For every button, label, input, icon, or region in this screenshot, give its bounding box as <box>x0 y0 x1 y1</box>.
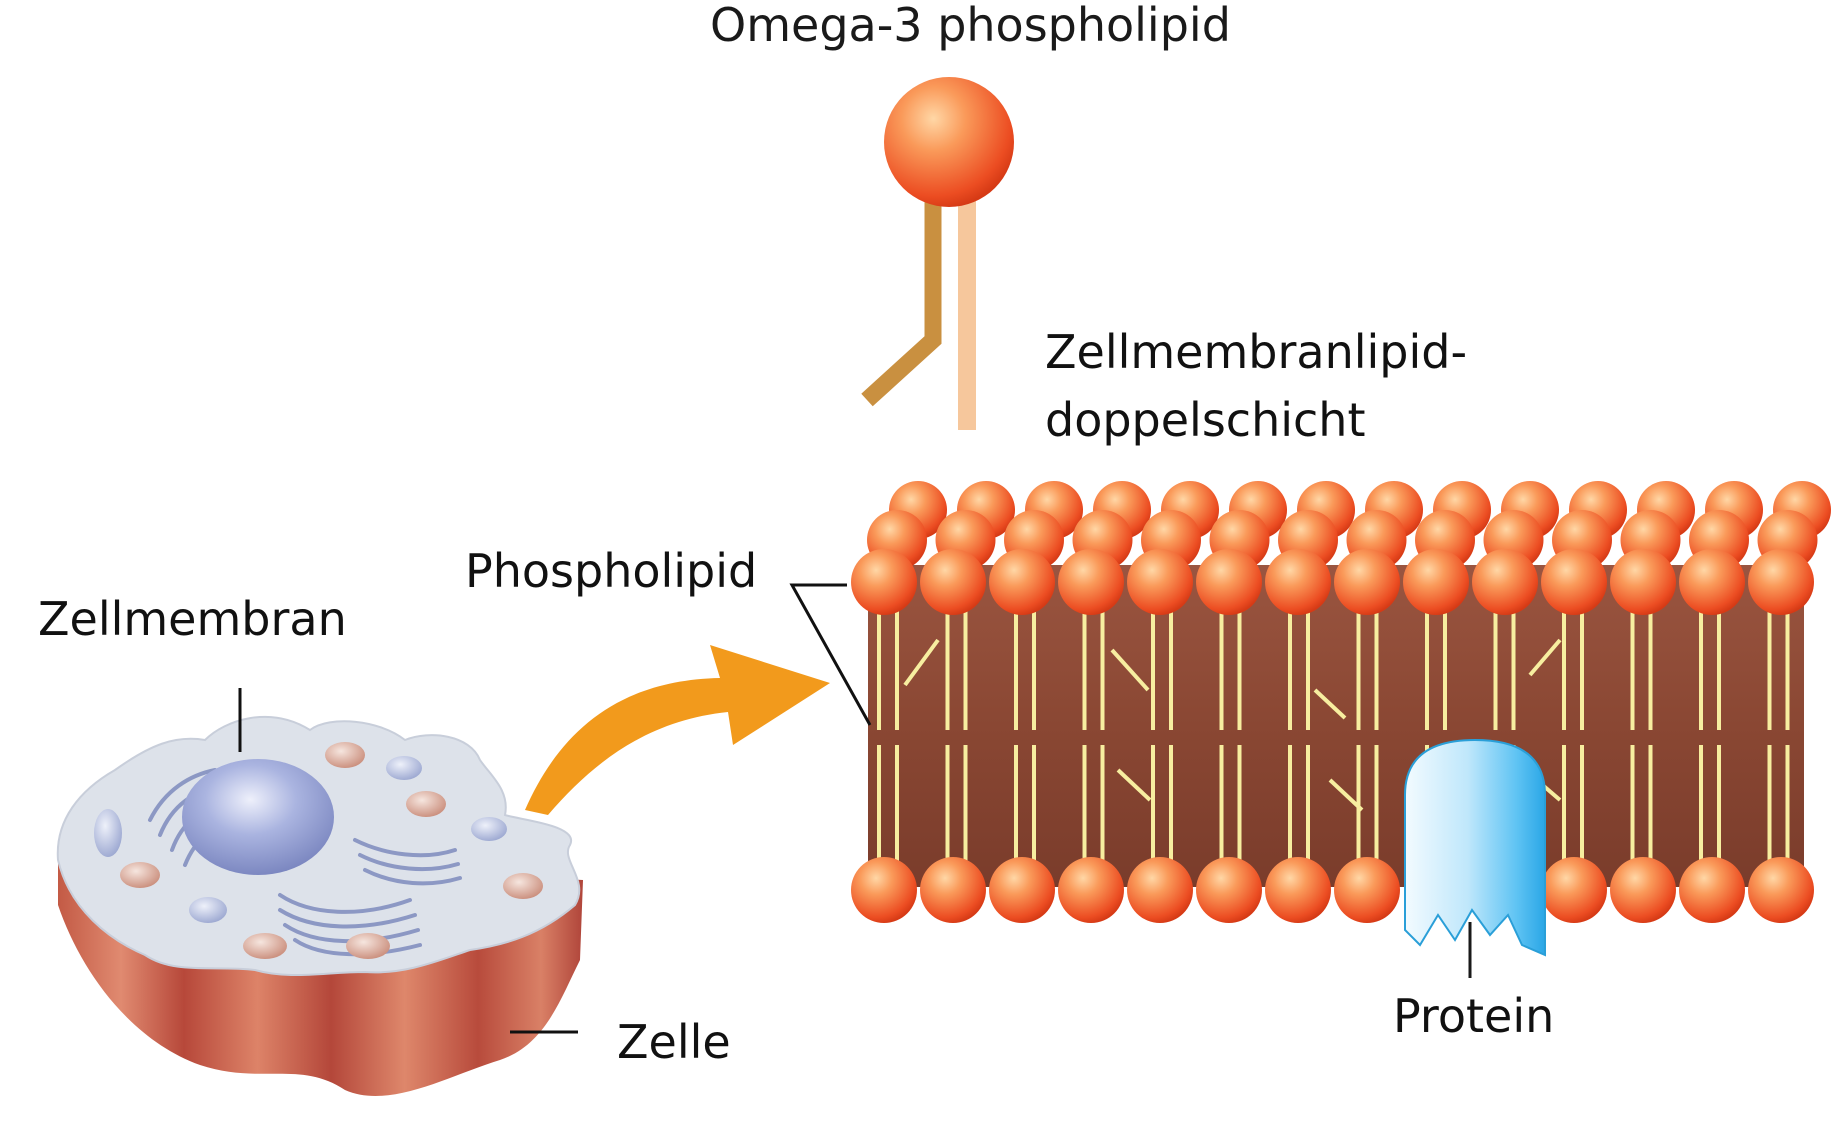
phospholipid-head <box>1610 857 1676 923</box>
upper-head-row-front <box>851 549 1814 615</box>
kinked-tail <box>1313 688 1347 720</box>
phospholipid-head <box>1541 549 1607 615</box>
kinked-tail <box>1116 768 1152 802</box>
omega3-phospholipid <box>861 77 1014 430</box>
lower-head-row <box>851 857 1814 923</box>
phospholipid-head <box>1127 857 1193 923</box>
phospholipid-head <box>1265 549 1331 615</box>
label-omega3-phospholipid: Omega-3 phospholipid <box>710 0 1231 52</box>
phospholipid-head <box>1610 549 1676 615</box>
label-lipid-bilayer: Zellmembranlipid- doppelschicht <box>1045 318 1467 454</box>
phospholipid-head <box>1403 549 1469 615</box>
phospholipid-head <box>1679 549 1745 615</box>
phospholipid-head <box>1748 549 1814 615</box>
label-cell: Zelle <box>617 1015 731 1069</box>
cell-illustration <box>56 688 583 1097</box>
membrane-protein <box>1404 738 1546 978</box>
phospholipid-head <box>851 857 917 923</box>
label-phospholipid: Phospholipid <box>465 544 758 598</box>
label-lipid-bilayer-line2: doppelschicht <box>1045 393 1366 447</box>
phospholipid-head <box>920 857 986 923</box>
phospholipid-head <box>1748 857 1814 923</box>
kinked-tail <box>1328 778 1364 812</box>
label-lipid-bilayer-line1: Zellmembranlipid- <box>1045 325 1468 379</box>
phospholipid-head <box>1472 549 1538 615</box>
arrow-icon <box>525 645 830 815</box>
label-protein: Protein <box>1393 989 1555 1043</box>
phospholipid-leader <box>789 583 872 726</box>
phospholipid-head <box>1196 549 1262 615</box>
phospholipid-head <box>1541 857 1607 923</box>
kinked-tail <box>1528 638 1562 677</box>
phospholipid-head <box>1679 857 1745 923</box>
phospholipid-head <box>1196 857 1262 923</box>
kinked-tail <box>903 638 940 687</box>
phospholipid-head <box>1334 549 1400 615</box>
phospholipid-head <box>851 549 917 615</box>
phospholipid-head <box>1058 857 1124 923</box>
phospholipid-head <box>1334 857 1400 923</box>
kinked-tail <box>1110 648 1150 692</box>
label-cell-membrane: Zellmembran <box>38 592 347 646</box>
phospholipid-head <box>1127 549 1193 615</box>
phospholipid-head <box>920 549 986 615</box>
phospholipid-head <box>989 549 1055 615</box>
phospholipid-head <box>989 857 1055 923</box>
phospholipid-head <box>1058 549 1124 615</box>
phospholipid-head <box>1265 857 1331 923</box>
lipid-bilayer <box>851 481 1831 923</box>
